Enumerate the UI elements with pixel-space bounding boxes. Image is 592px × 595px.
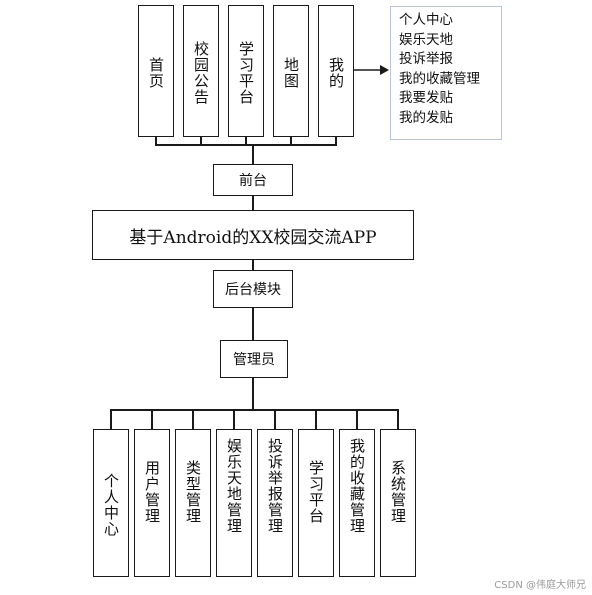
admin-node: 管理员: [220, 340, 288, 378]
top-node-home: 首页: [138, 5, 174, 137]
top-node-map: 地图: [273, 5, 309, 137]
watermark-text: CSDN @伟庭大师兄: [494, 580, 586, 591]
connector-line: [252, 260, 254, 271]
admin-node-entertainment-mgmt: 娱乐天地管理: [216, 429, 252, 577]
frontend-node: 前台: [213, 164, 293, 196]
connector-line: [335, 137, 337, 145]
backend-node: 后台模块: [213, 270, 293, 308]
connector-line: [110, 409, 112, 430]
my-submenu-list: 个人中心 娱乐天地 投诉举报 我的收藏管理 我要发贴 我的发贴: [390, 6, 502, 140]
admin-node-complaint-mgmt: 投诉举报管理: [257, 429, 293, 577]
connector-line: [397, 409, 399, 430]
connector-line: [233, 409, 235, 430]
submenu-item: 投诉举报: [399, 51, 453, 67]
admin-node-user-mgmt: 用户管理: [134, 429, 170, 577]
connector-line: [245, 137, 247, 145]
connector-line: [151, 409, 153, 430]
submenu-item: 我要发贴: [399, 90, 453, 106]
submenu-item: 娱乐天地: [399, 31, 453, 48]
connector-line: [200, 137, 202, 145]
connector-line: [315, 409, 317, 430]
connector-line: [155, 137, 157, 145]
admin-node-type-mgmt: 类型管理: [175, 429, 211, 577]
connector-line: [252, 308, 254, 341]
top-node-campus-notice: 校园公告: [183, 5, 219, 137]
submenu-item: 个人中心: [399, 12, 453, 28]
top-bus-line: [155, 144, 337, 146]
admin-node-system-mgmt: 系统管理: [380, 429, 416, 577]
connector-line: [252, 144, 254, 165]
connector-line: [252, 196, 254, 211]
top-node-mine: 我的: [318, 5, 354, 137]
admin-node-profile: 个人中心: [93, 429, 129, 577]
arrow-right-icon: [354, 65, 389, 75]
connector-line: [252, 378, 254, 410]
submenu-item: 我的发贴: [399, 109, 453, 126]
top-node-study-platform: 学习平台: [228, 5, 264, 137]
app-title-node: 基于Android的XX校园交流APP: [92, 210, 414, 260]
connector-line: [290, 137, 292, 145]
admin-node-favorites-mgmt: 我的收藏管理: [339, 429, 375, 577]
submenu-item: 我的收藏管理: [399, 70, 480, 87]
admin-node-study-platform: 学习平台: [298, 429, 334, 577]
connector-line: [192, 409, 194, 430]
connector-line: [274, 409, 276, 430]
connector-line: [356, 409, 358, 430]
bottom-bus-line: [110, 409, 398, 411]
